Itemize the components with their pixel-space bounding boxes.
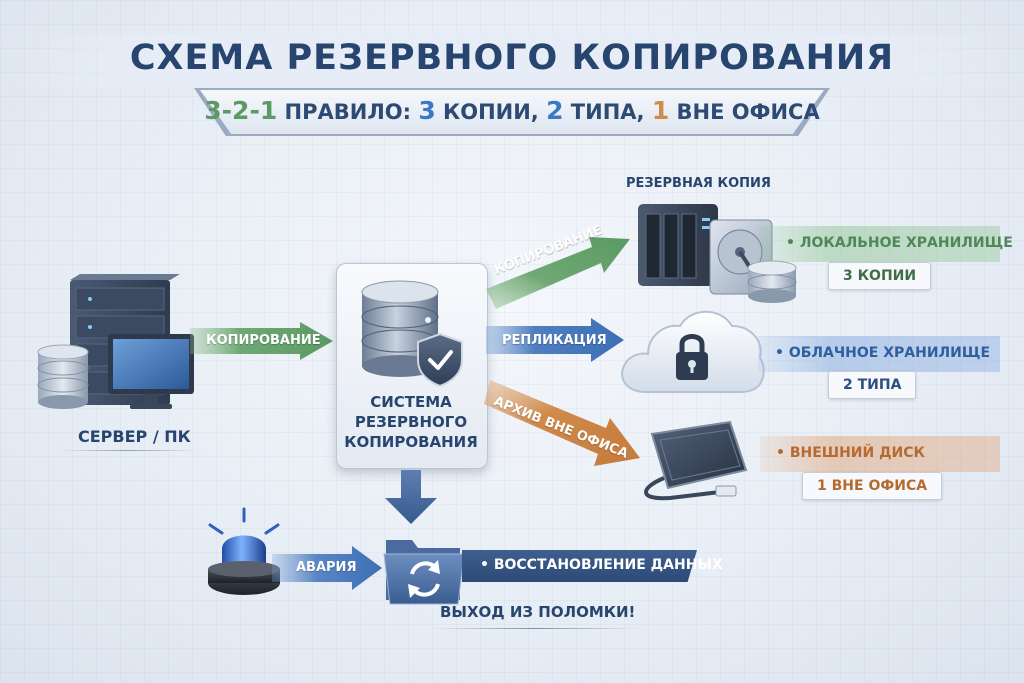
nas-icon bbox=[638, 204, 718, 286]
recovery-band bbox=[462, 550, 697, 582]
backup-copy-caption: РЕЗЕРВНАЯ КОПИЯ bbox=[626, 176, 771, 191]
local-storage-band bbox=[758, 226, 1000, 262]
alarm-beacon-icon bbox=[208, 507, 280, 595]
subtitle-text-2: КОПИИ, bbox=[435, 100, 547, 124]
subtitle-rule-number: 3-2-1 bbox=[204, 96, 278, 125]
exit-underline bbox=[430, 628, 640, 629]
arrow-source-to-system bbox=[190, 322, 333, 360]
arrow-down-to-recovery bbox=[385, 470, 437, 524]
subtitle-types-number: 2 bbox=[546, 96, 564, 125]
recovery-label: • ВОССТАНОВЛЕНИЕ ДАННЫХ bbox=[480, 557, 723, 573]
cloud-storage-label: • ОБЛАЧНОЕ ХРАНИЛИЩЕ bbox=[775, 345, 991, 361]
page-title: СХЕМА РЕЗЕРВНОГО КОПИРОВАНИЯ bbox=[129, 38, 895, 78]
external-drive-label: • ВНЕШНИЙ ДИСК bbox=[776, 445, 925, 461]
source-label: СЕРВЕР / ПК bbox=[78, 427, 191, 446]
arrow-to-external bbox=[484, 380, 640, 466]
external-drive-chip: 1 ВНЕ ОФИСА bbox=[802, 472, 943, 500]
database-icon bbox=[37, 344, 89, 409]
subtitle: 3-2-1 ПРАВИЛО: 3 КОПИИ, 2 ТИПА, 1 ВНЕ ОФ… bbox=[200, 96, 824, 125]
arrow-to-cloud bbox=[486, 318, 624, 362]
subtitle-text-4: ВНЕ ОФИСА bbox=[669, 100, 820, 124]
local-storage-label: • ЛОКАЛЬНОЕ ХРАНИЛИЩЕ bbox=[786, 235, 1013, 251]
subtitle-copies-number: 3 bbox=[418, 96, 436, 125]
exit-label: ВЫХОД ИЗ ПОЛОМКИ! bbox=[440, 603, 636, 621]
subtitle-text-3: ТИПА, bbox=[563, 100, 652, 124]
title-band bbox=[0, 34, 1024, 88]
local-storage-group bbox=[638, 204, 797, 303]
database-shield-icon bbox=[361, 280, 463, 388]
arrow-to-local bbox=[486, 237, 630, 309]
monitor-icon bbox=[108, 334, 194, 409]
subtitle-box bbox=[200, 90, 824, 134]
cloud-lock-icon bbox=[621, 310, 765, 393]
external-drive-icon bbox=[644, 420, 748, 501]
arrow-label-replication: РЕПЛИКАЦИЯ bbox=[502, 333, 607, 348]
cloud-storage-chip: 2 ТИПА bbox=[828, 371, 917, 399]
arrow-alarm bbox=[272, 546, 382, 590]
local-storage-chip: 3 КОПИИ bbox=[828, 262, 932, 290]
external-drive-band bbox=[760, 436, 1000, 472]
source-group bbox=[37, 274, 194, 409]
folder-sync-icon bbox=[383, 540, 465, 605]
subtitle-offsite-number: 1 bbox=[651, 96, 670, 125]
arrow-label-copy-1: КОПИРОВАНИЕ bbox=[206, 333, 321, 348]
cloud-storage-band bbox=[758, 336, 1000, 372]
arrow-label-alarm: АВАРИЯ bbox=[296, 560, 357, 575]
database-icon bbox=[747, 260, 797, 303]
backup-system-label: СИСТЕМА РЕЗЕРВНОГО КОПИРОВАНИЯ bbox=[344, 393, 478, 451]
subtitle-text-1: ПРАВИЛО: bbox=[277, 100, 419, 124]
source-underline bbox=[58, 450, 198, 451]
